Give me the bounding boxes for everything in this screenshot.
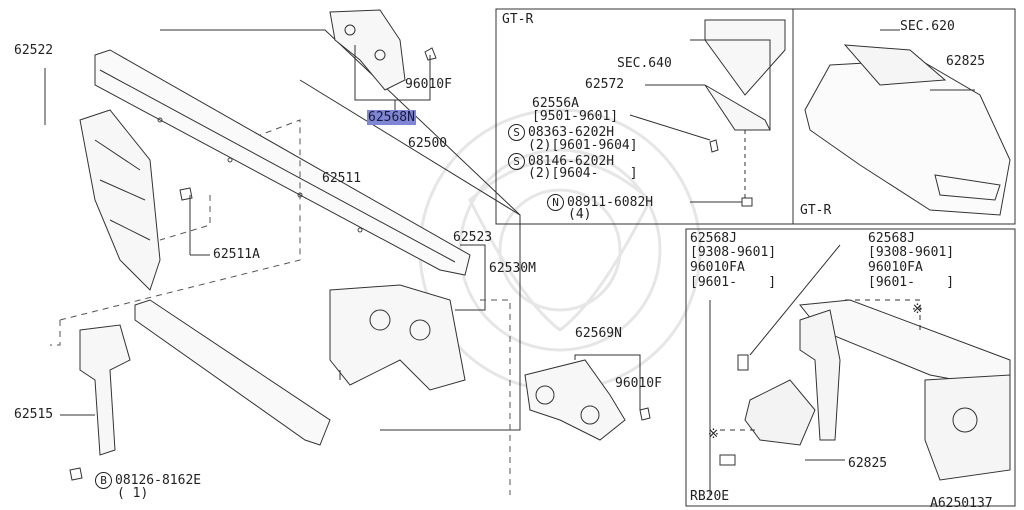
label-nut-qty: (4) (568, 207, 592, 222)
asterisk-mark-icon: ※ (708, 427, 719, 442)
n-symbol-icon: N (547, 194, 564, 211)
label-62825-rb: 62825 (848, 456, 888, 471)
label-screw2-qty: (2)[9604- ] (528, 166, 638, 181)
bracket-62569n (524, 359, 626, 441)
label-bolt-b-qty: ( 1) (117, 486, 149, 501)
label-screw1-qty: (2)[9601-9604] (528, 138, 638, 153)
label-96010f-main: 96010F (405, 77, 452, 92)
label-rb-left-3: 96010FA (690, 260, 745, 275)
label-62511: 62511 (322, 171, 362, 186)
b-symbol-icon: B (95, 472, 112, 489)
gtr-left-title: GT-R (502, 12, 534, 27)
lower-support (79, 324, 131, 456)
label-62500: 62500 (408, 136, 448, 151)
label-62556a-range: [9501-9601] (532, 109, 619, 124)
label-rb-right-1: 62568J (868, 231, 915, 246)
s-symbol-icon: S (508, 124, 525, 141)
left-bracket (79, 109, 161, 291)
label-rb-right-4: [9601- ] (868, 275, 955, 290)
right-brace (329, 284, 466, 391)
label-rb-right-2: [9308-9601] (868, 245, 955, 260)
lower-rail (134, 299, 331, 446)
label-96010f-lower: 96010F (615, 376, 662, 391)
label-62522: 62522 (14, 43, 54, 58)
gtr-panel-frame (495, 8, 1016, 225)
upper-member (94, 49, 471, 276)
label-62568n-main: 62568N (367, 110, 416, 125)
label-sec620: SEC.620 (900, 19, 955, 34)
label-62511a: 62511A (213, 247, 260, 262)
asterisk-mark-icon: ※ (912, 302, 923, 317)
label-rb-left-4: [9601- ] (690, 275, 777, 290)
label-62825-gtr: 62825 (946, 54, 986, 69)
highlighted-part-62568n[interactable]: 62568N (367, 110, 416, 125)
label-62523: 62523 (453, 230, 493, 245)
label-62569n: 62569N (575, 326, 622, 341)
bracket-62568n (329, 9, 406, 91)
label-rb-left-2: [9308-9601] (690, 245, 777, 260)
rb20e-title: RB20E (690, 489, 730, 504)
label-rb-right-3: 96010FA (868, 260, 923, 275)
label-62556a: 62556A (532, 96, 579, 111)
gtr-right-title: GT-R (800, 203, 832, 218)
reference-code: A6250137 (930, 496, 993, 510)
label-rb-left-1: 62568J (690, 231, 737, 246)
label-62515: 62515 (14, 407, 54, 422)
rb20e-panel-frame (685, 228, 1016, 507)
label-62530m: 62530M (489, 261, 536, 276)
label-sec640: SEC.640 (617, 56, 672, 71)
s-symbol-icon: S (508, 153, 525, 170)
label-62572: 62572 (585, 77, 625, 92)
